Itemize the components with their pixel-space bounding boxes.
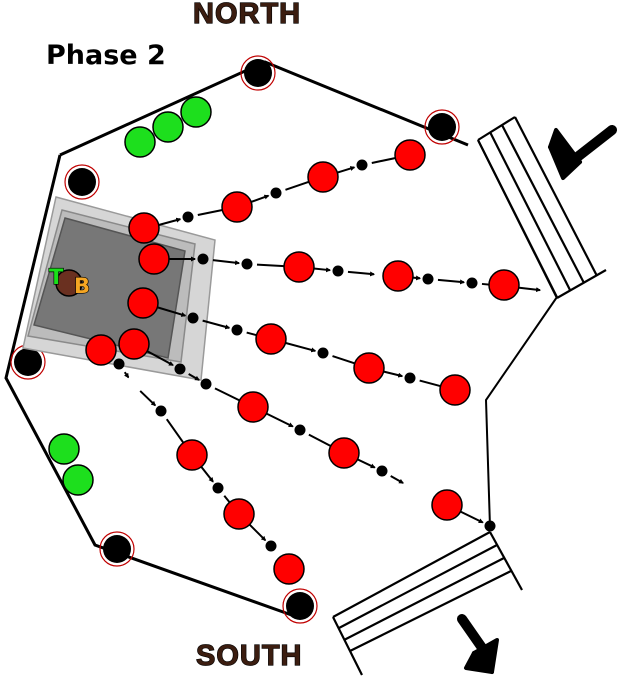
- movement-paths: [107, 155, 542, 552]
- waypoint-dot: [317, 347, 329, 359]
- waypoint-dot: [200, 378, 212, 390]
- stairs-north-east: [477, 116, 607, 299]
- waypoint-dot: [174, 363, 186, 375]
- pillar-icon: [282, 588, 318, 624]
- phase-label: Phase 2: [46, 40, 166, 71]
- waypoint-dot: [231, 324, 243, 336]
- healer-label: B: [74, 274, 90, 298]
- room-wall-right: [477, 139, 559, 528]
- ally-marker: [48, 433, 80, 465]
- path-arrow-icon: [139, 390, 156, 407]
- enemy-marker: [382, 260, 414, 292]
- enemy-marker: [223, 498, 255, 530]
- enemy-marker: [394, 139, 426, 171]
- waypoint-dot: [294, 424, 306, 436]
- enemy-group: [85, 139, 520, 585]
- arrow-icon: [457, 614, 499, 674]
- waypoint-dot: [265, 540, 277, 552]
- ally-marker: [124, 126, 156, 158]
- enemy-marker: [353, 352, 385, 384]
- waypoint-dot: [332, 265, 344, 277]
- boss-marker: T B: [48, 264, 90, 298]
- waypoint-dot: [113, 358, 125, 370]
- room-wall-left: [4, 154, 301, 620]
- enemy-marker: [328, 437, 360, 469]
- enemy-marker: [176, 439, 208, 471]
- waypoint-dot: [356, 159, 368, 171]
- enemy-marker: [138, 243, 170, 275]
- ally-marker: [152, 111, 184, 143]
- ally-marker: [62, 464, 94, 496]
- waypoint-dot: [404, 372, 416, 384]
- enemy-marker: [221, 191, 253, 223]
- waypoint-dot: [182, 211, 194, 223]
- enemy-marker: [488, 269, 520, 301]
- enemy-marker: [127, 287, 159, 319]
- enemy-marker: [118, 328, 150, 360]
- waypoint-dot: [155, 405, 167, 417]
- enemy-marker: [237, 391, 269, 423]
- path-arrow-icon: [437, 278, 466, 285]
- waypoint-dot: [484, 520, 496, 532]
- arrow-icon: [548, 125, 617, 180]
- path-arrow-icon: [188, 373, 200, 381]
- pillar-icon: [64, 164, 100, 200]
- path-arrow-icon: [123, 371, 130, 379]
- path-arrow-icon: [212, 259, 241, 266]
- path-arrow-icon: [202, 319, 231, 330]
- waypoint-dot: [422, 273, 434, 285]
- path-arrow-icon: [390, 475, 404, 484]
- waypoint-dot: [212, 482, 224, 494]
- path-arrow-icon: [280, 340, 317, 353]
- waypoint-dot: [197, 253, 209, 265]
- pillar-icon: [424, 109, 460, 145]
- pillars: [10, 55, 460, 624]
- enemy-marker: [255, 323, 287, 355]
- enemy-marker: [307, 161, 339, 193]
- tank-label: T: [49, 265, 64, 289]
- waypoint-dot: [187, 312, 199, 324]
- path-arrow-icon: [347, 270, 376, 277]
- south-label: SOUTH: [196, 640, 303, 672]
- waypoint-dot: [466, 277, 478, 289]
- ally-marker: [180, 96, 212, 128]
- enemy-marker: [128, 212, 160, 244]
- platform-icon: [22, 196, 216, 381]
- enemy-marker: [439, 374, 471, 406]
- stairs-south-east: [332, 531, 523, 676]
- enemy-marker: [273, 553, 305, 585]
- waypoint-dot: [241, 258, 253, 270]
- enemy-marker: [431, 489, 463, 521]
- waypoint-dot: [270, 187, 282, 199]
- enemy-marker: [85, 334, 117, 366]
- waypoint-dot: [376, 465, 388, 477]
- enemy-marker: [283, 251, 315, 283]
- pillar-icon: [99, 531, 135, 567]
- pillar-icon: [240, 55, 276, 91]
- ally-group: [48, 96, 212, 496]
- north-label: NORTH: [193, 0, 301, 30]
